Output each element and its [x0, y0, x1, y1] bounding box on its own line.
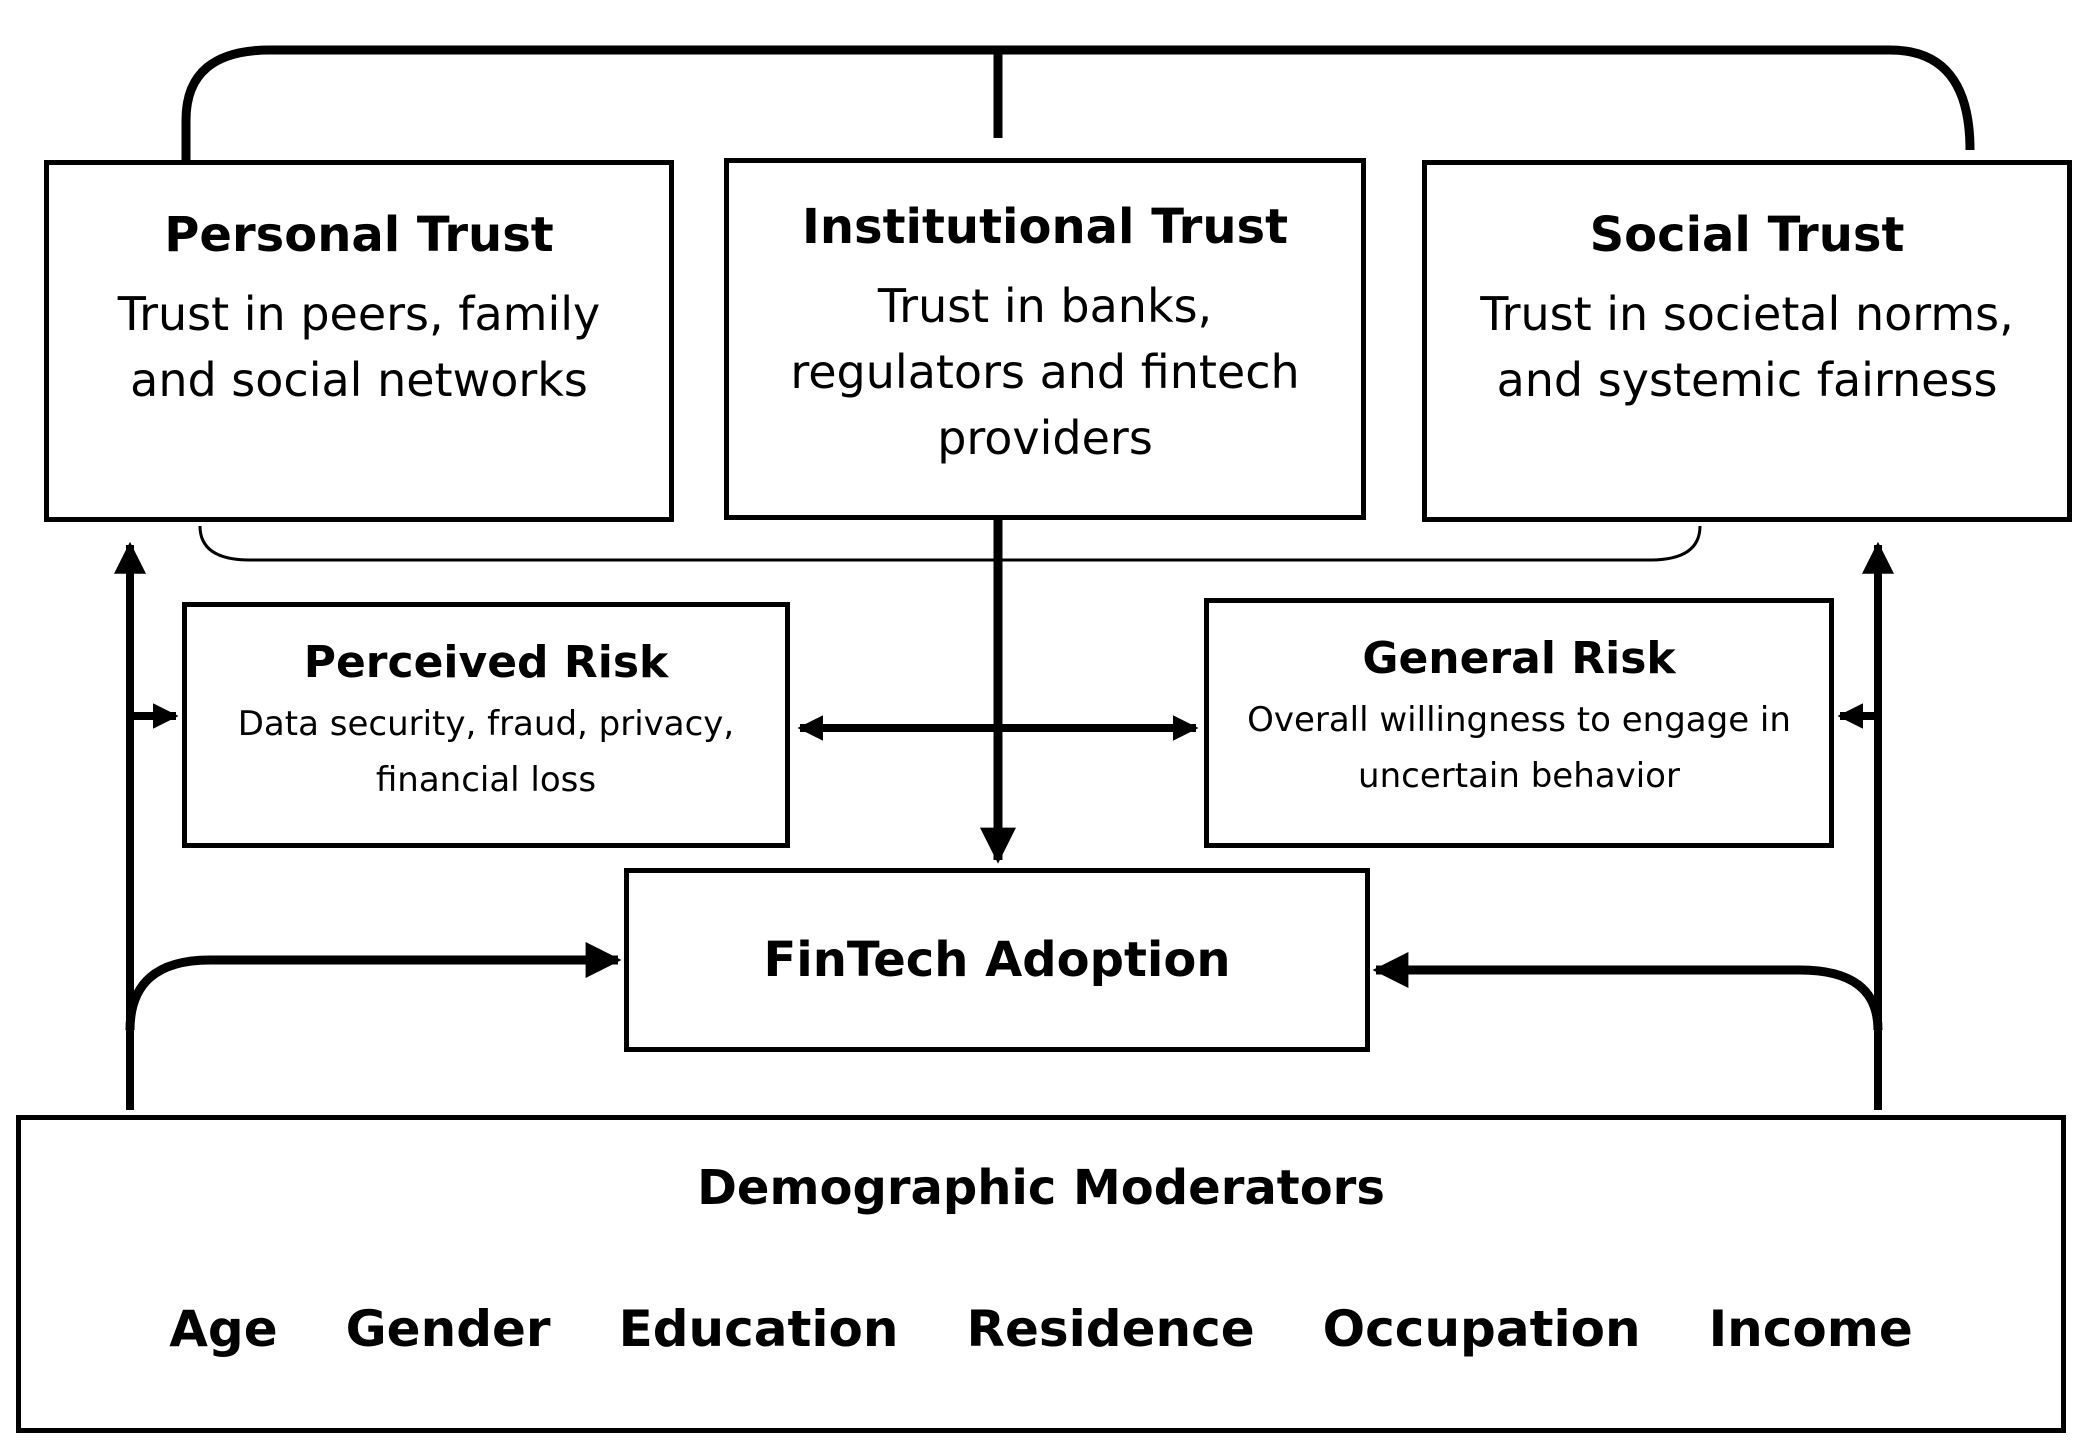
perceived-risk-description: Data security, fraud, privacy, financial…	[237, 704, 735, 800]
fintech-adoption-title: FinTech Adoption	[763, 932, 1231, 988]
personal-trust-title: Personal Trust	[164, 207, 554, 263]
right-demographic-to-adoption-arrow	[1372, 952, 1883, 1031]
top-bracket	[181, 45, 1975, 160]
moderator-income: Income	[1708, 1300, 1913, 1358]
demographic-moderators-box: Demographic Moderators Age Gender Educat…	[16, 1115, 2066, 1433]
general-risk-title: General Risk	[1362, 633, 1676, 684]
social-trust-description: Trust in societal norms, and systemic fa…	[1480, 287, 2014, 407]
institutional-trust-title: Institutional Trust	[801, 199, 1289, 255]
fintech-adoption-box: FinTech Adoption	[624, 868, 1370, 1052]
personal-trust-box: Personal Trust Trust in peers, family an…	[44, 160, 674, 522]
personal-trust-description: Trust in peers, family and social networ…	[117, 287, 601, 407]
institutional-trust-description: Trust in banks, regulators and fintech p…	[790, 279, 1300, 465]
perceived-risk-box: Perceived Risk Data security, fraud, pri…	[182, 602, 790, 848]
moderator-age: Age	[169, 1300, 278, 1358]
institutional-trust-box: Institutional Trust Trust in banks, regu…	[724, 158, 1366, 520]
general-risk-box: General Risk Overall willingness to enga…	[1204, 598, 1834, 848]
social-trust-box: Social Trust Trust in societal norms, an…	[1422, 160, 2072, 522]
moderator-residence: Residence	[966, 1300, 1255, 1358]
bottom-trust-bracket	[198, 525, 1702, 562]
moderator-gender: Gender	[345, 1300, 551, 1358]
moderator-education: Education	[618, 1300, 899, 1358]
perceived-risk-title: Perceived Risk	[303, 637, 669, 688]
moderator-list: Age Gender Education Residence Occupatio…	[21, 1300, 2061, 1358]
social-trust-title: Social Trust	[1589, 207, 1905, 263]
general-risk-description: Overall willingness to engage in uncerta…	[1247, 700, 1791, 796]
moderator-occupation: Occupation	[1322, 1300, 1641, 1358]
left-demographic-to-adoption-arrow	[125, 942, 622, 1031]
demographic-moderators-title: Demographic Moderators	[697, 1160, 1385, 1216]
